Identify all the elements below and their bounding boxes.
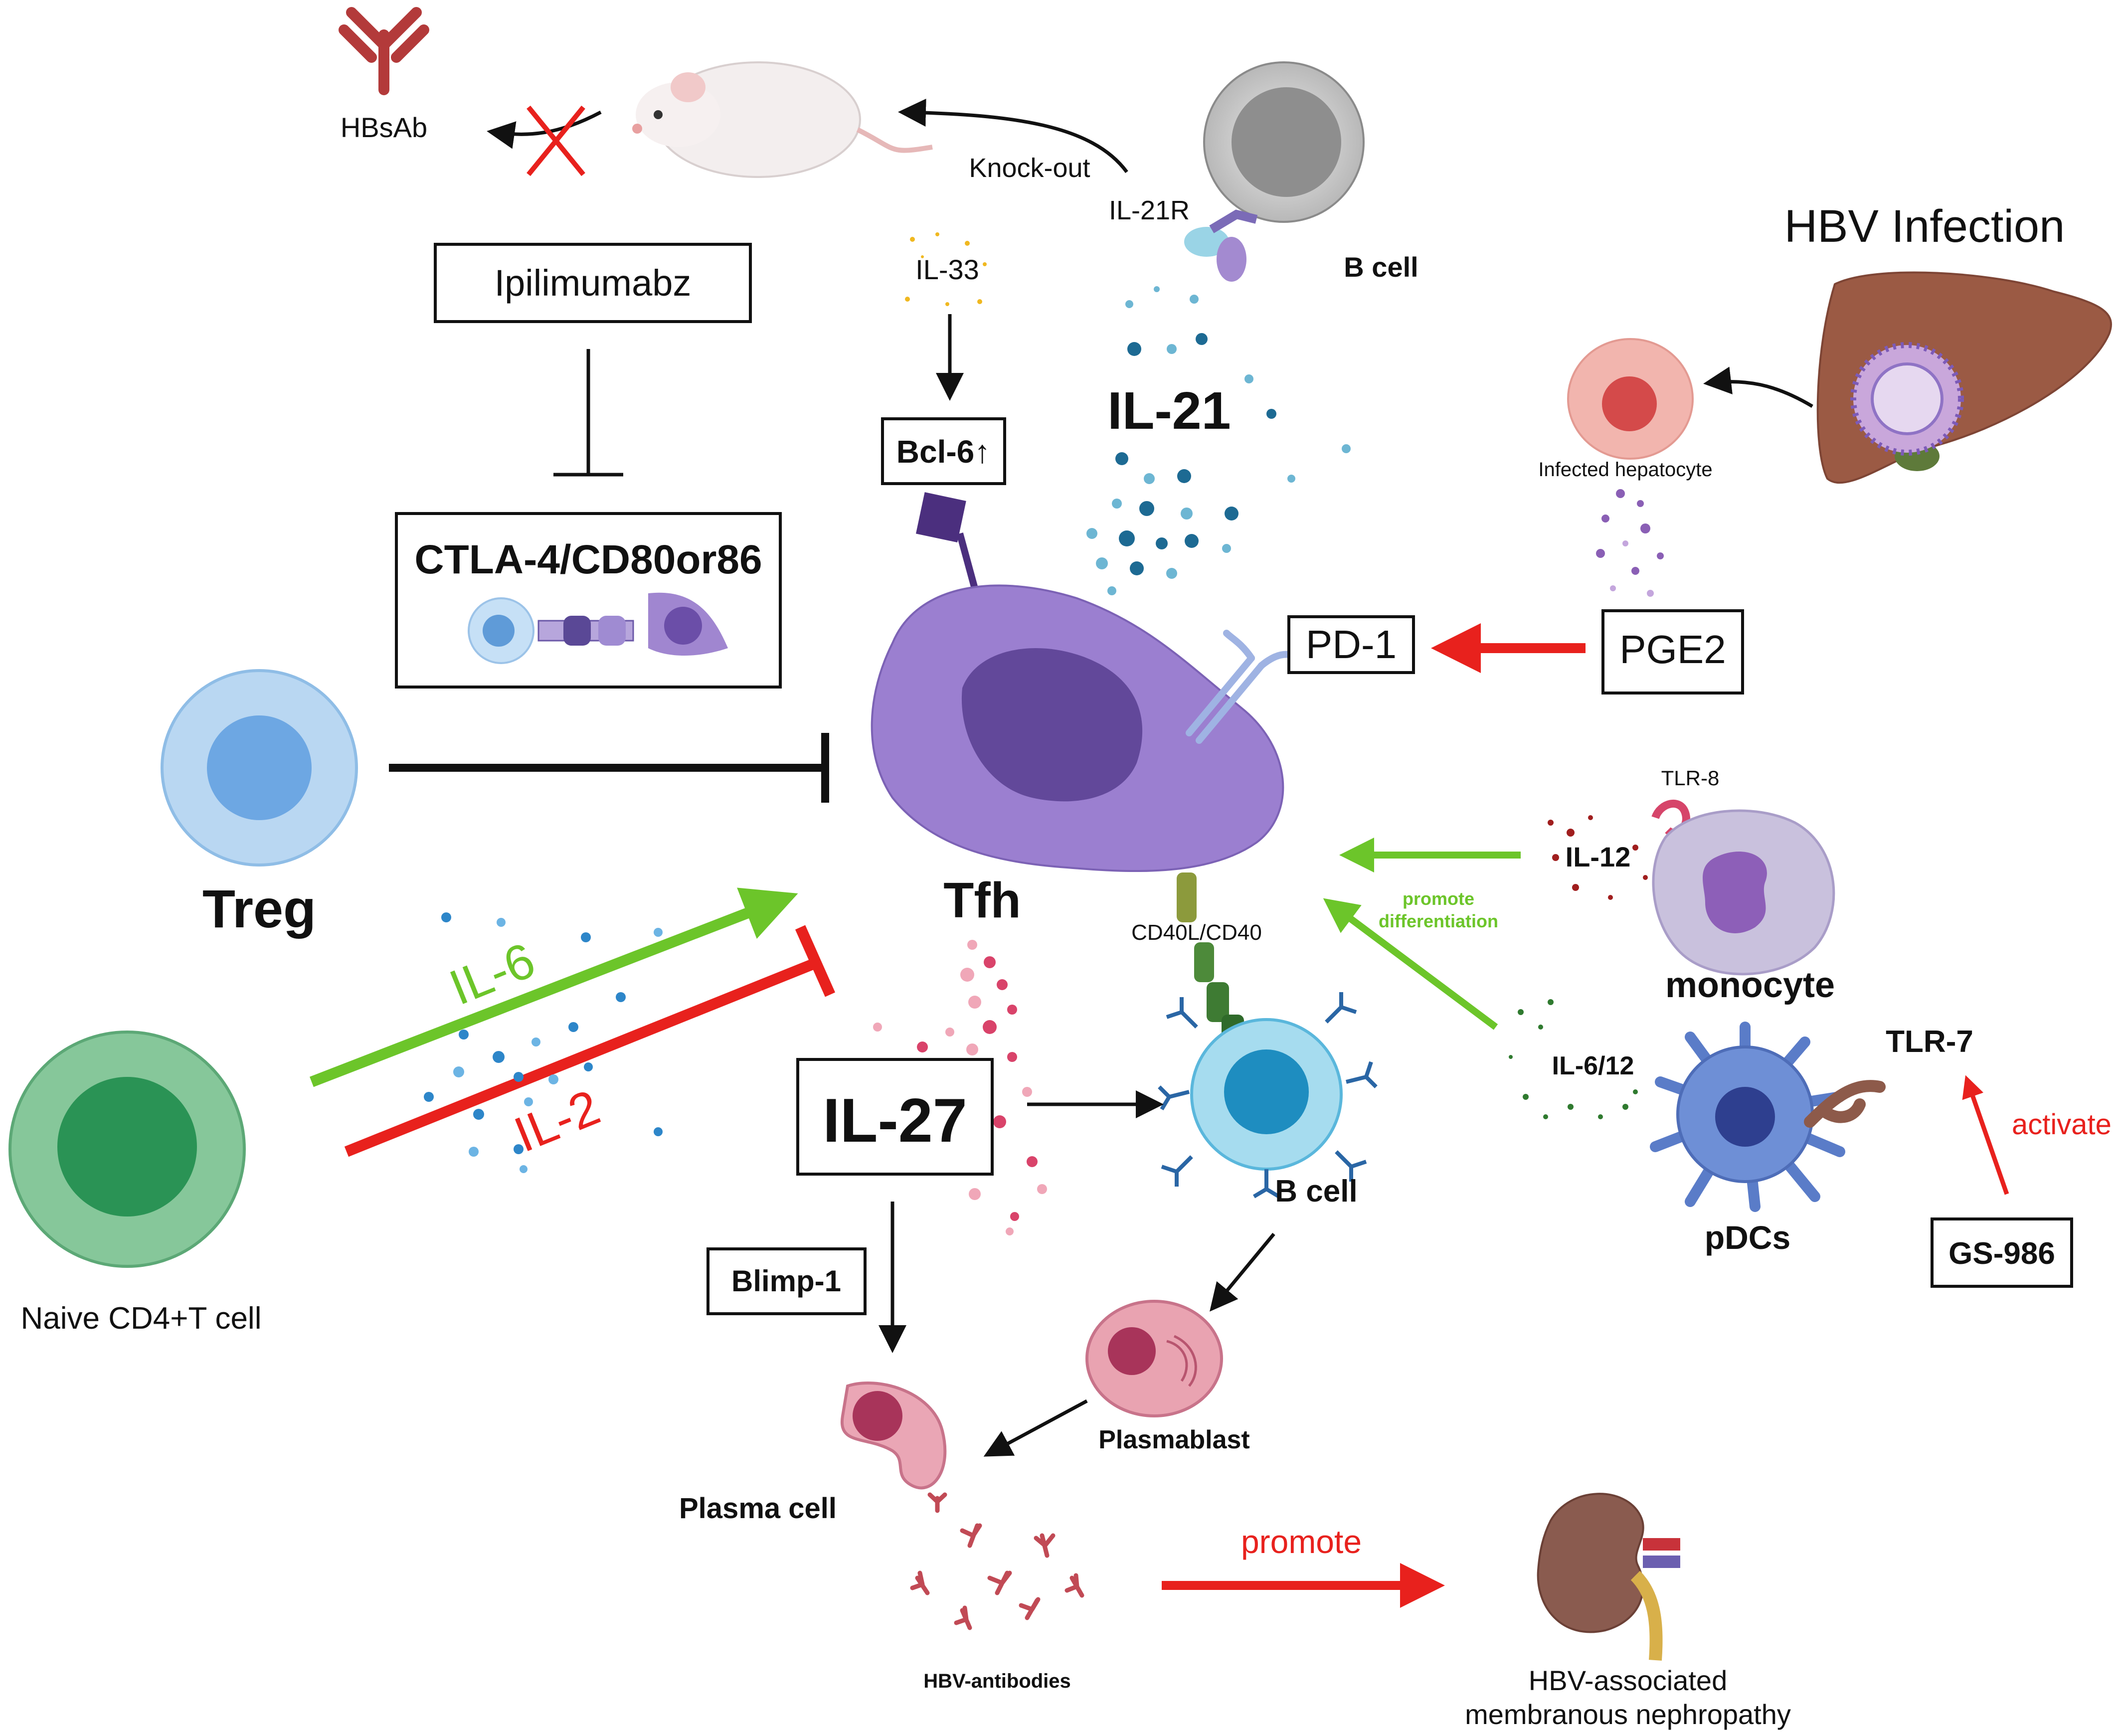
monocyte-label: monocyte (1665, 965, 1835, 1005)
ipilimumab-label: Ipilimumabz (495, 262, 692, 304)
hbsab-label: HBsAb (341, 112, 427, 143)
gs986-label: GS-986 (1948, 1236, 2055, 1271)
liver-to-hepatocyte-arrow (1703, 366, 1813, 408)
il27-box (796, 1058, 994, 1176)
ctla4-label: CTLA-4/CD80or86 (414, 537, 762, 582)
hbsab-antibody-icon (339, 7, 429, 95)
pd1-box (1287, 615, 1415, 674)
il2-red-inhibit-bar (795, 925, 836, 997)
il12-label: IL-12 (1566, 841, 1631, 872)
tlr8-label: TLR-8 (1661, 766, 1720, 790)
bcell-top-label: B cell (1344, 251, 1418, 283)
ctla4-interaction-icon (468, 592, 728, 664)
ipilimumab-box (434, 243, 752, 323)
naive-cd4-cell (8, 1031, 246, 1268)
il33-label: IL-33 (915, 254, 979, 285)
promote-label: promote (1241, 1523, 1362, 1560)
tfh-label: Tfh (943, 872, 1021, 928)
promote-differentiation-label-1: promote (1403, 888, 1474, 909)
top-b-cell (1203, 61, 1365, 223)
hbv-nephropathy-label-1: HBV-associated (1529, 1665, 1727, 1696)
gs986-activate-arrow (1962, 1075, 2009, 1195)
infected-hepatocyte-label: Infected hepatocyte (1538, 459, 1712, 481)
treg-label: Treg (202, 878, 316, 939)
gs986-box (1931, 1217, 2073, 1288)
pge2-box (1601, 609, 1744, 694)
il612-particles (1509, 999, 1638, 1119)
tlr7-receptor-icon (1804, 1080, 1886, 1128)
il27-particles (873, 940, 1047, 1235)
kidney-icon (1537, 1493, 1680, 1661)
activate-label: activate (2012, 1108, 2112, 1141)
blimp1-label: Blimp-1 (731, 1264, 841, 1298)
il612-to-tfh-arrow (1323, 898, 1498, 1030)
bcell-mid-label: B cell (1275, 1174, 1357, 1209)
mouse-icon (632, 61, 933, 178)
il612-label: IL-6/12 (1552, 1051, 1634, 1080)
infected-hepatocyte-icon (1567, 338, 1694, 460)
il12-particles (1548, 815, 1648, 900)
hbv-antibodies-icons (910, 1492, 1084, 1630)
pd1-label: PD-1 (1306, 622, 1397, 667)
bcell-to-plasmablast-arrow (1210, 1232, 1275, 1312)
monocyte-cell (1652, 809, 1835, 976)
il33-particles (905, 232, 987, 306)
plasma-cell (840, 1382, 947, 1490)
red-x-icon (527, 105, 585, 176)
plasmablast-to-plasma-arrow (983, 1399, 1088, 1457)
treg-cell (161, 669, 358, 867)
il6-green-arrow (310, 887, 798, 1087)
naive-cd4-label: Naive CD4+T cell (21, 1301, 262, 1336)
il6-il2-particles (424, 912, 663, 1173)
cd40-label: CD40L/CD40 (1131, 920, 1262, 945)
blimp1-box (707, 1247, 867, 1315)
ctla4-box (395, 512, 782, 689)
pdcs-label: pDCs (1705, 1219, 1790, 1256)
cd40-complex-icon (1177, 872, 1244, 1049)
bcl6-box (881, 417, 1006, 485)
il27-label: IL-27 (823, 1086, 967, 1155)
il2-red-inhibit-line (344, 957, 820, 1157)
promote-differentiation-label-2: differentiation (1379, 911, 1498, 931)
hbv-nephropathy-label-2: membranous nephropathy (1465, 1699, 1791, 1730)
knockout-label: Knock-out (969, 153, 1090, 183)
il21r-receptor-icon (1184, 209, 1258, 282)
tlr7-label: TLR-7 (1886, 1025, 1973, 1059)
hbv-infection-title: HBV Infection (1784, 201, 2065, 252)
mouse-to-hbsab-arrow (487, 110, 602, 149)
bcl6-label: Bcl-6↑ (896, 434, 991, 470)
il21-label: IL-21 (1107, 381, 1231, 440)
middle-b-cell (1158, 992, 1378, 1199)
pge2-label: PGE2 (1619, 627, 1726, 672)
plasmablast-cell (1085, 1300, 1223, 1417)
liver-icon (1816, 271, 2112, 484)
il21-particles (1086, 286, 1351, 595)
il21r-label: IL-21R (1109, 195, 1190, 225)
knockout-arrow (898, 98, 1128, 174)
hbv-antibodies-label: HBV-antibodies (923, 1670, 1071, 1692)
plasma-cell-label: Plasma cell (679, 1492, 837, 1525)
pge2-particles (1596, 489, 1664, 597)
tfh-cell (871, 492, 1284, 872)
plasmablast-label: Plasmablast (1098, 1425, 1250, 1454)
